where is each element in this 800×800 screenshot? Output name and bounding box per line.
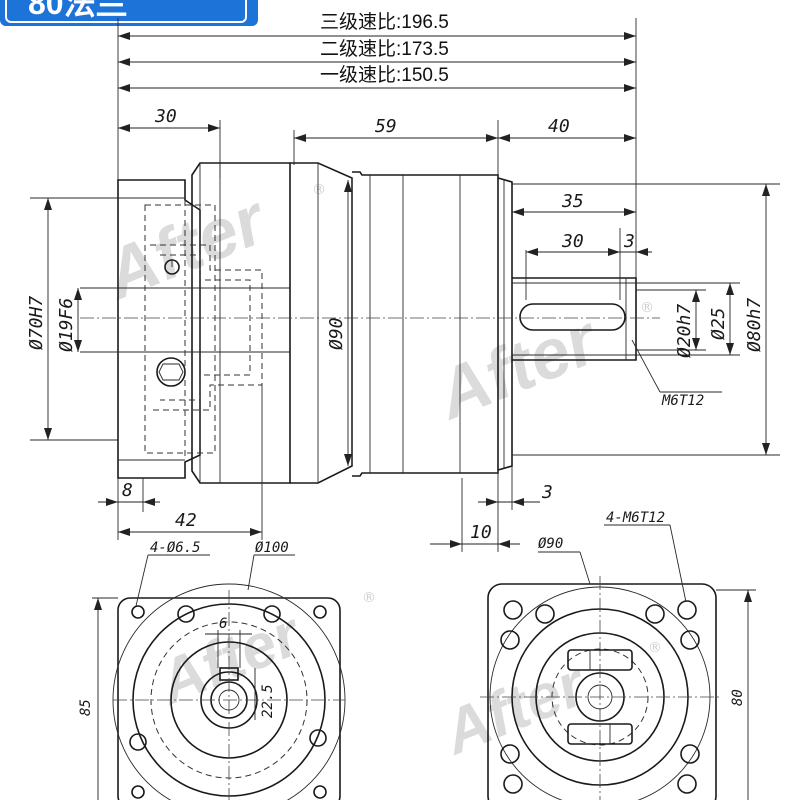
dim-body-diameter: Ø90 — [326, 317, 347, 350]
watermark-text: After — [425, 299, 611, 435]
dim-output-holes: 4-M6T12 — [606, 510, 665, 526]
dim-pilot-length: 10 — [470, 522, 492, 543]
dim-input-length: 42 — [175, 510, 197, 531]
dim-input-pcd: Ø100 — [255, 540, 289, 556]
output-end-view: Ø90 4-M6T12 80 — [480, 510, 756, 800]
dim-shaft-diameter: Ø20h7 — [674, 304, 695, 358]
side-view — [80, 162, 660, 484]
dim-shaft-35: 35 — [561, 191, 584, 212]
dim-bore-diameter: Ø70H7 — [26, 296, 47, 350]
left-diameter-dims: Ø70H7 Ø19F6 Ø90 — [26, 180, 352, 466]
dim-key-height: Ø25 — [708, 307, 729, 340]
dim-input-shaft: Ø19F6 — [56, 298, 77, 352]
dim-input-offset: 8 — [122, 480, 133, 501]
ratio-one-stage: 一级速比:150.5 — [320, 64, 449, 86]
input-end-view: 4-Ø6.5 Ø100 6 22.5 85 — [78, 540, 346, 800]
segment-dims: 30 59 40 — [118, 106, 636, 178]
dim-thread: M6T12 — [661, 393, 704, 409]
dim-shaft-length: 40 — [548, 116, 570, 137]
overall-length-dims: 三级速比:196.5 二级速比:173.5 一级速比:150.5 — [117, 11, 637, 278]
watermark-mark: ® — [640, 300, 654, 316]
dim-flange-depth: 30 — [154, 106, 177, 127]
watermark-mark: ® — [312, 182, 326, 198]
dim-flange-gap: 3 — [541, 482, 553, 503]
watermark-group: After ® After ® After ® After ® — [93, 179, 662, 769]
dim-key-offset: 3 — [623, 231, 635, 252]
ratio-two-stage: 二级速比:173.5 — [320, 38, 449, 60]
bottom-side-dims: 8 42 3 10 — [98, 385, 553, 552]
dim-shaft-height: 22.5 — [260, 684, 276, 718]
dim-output-pilot: Ø80h7 — [744, 298, 765, 352]
watermark-text: After — [433, 649, 598, 769]
header-background — [0, 0, 258, 26]
ratio-three-stage: 三级速比:196.5 — [320, 11, 449, 33]
watermark-mark: ® — [648, 640, 662, 656]
dim-body-length: 59 — [375, 116, 397, 137]
dim-key-width: 6 — [219, 616, 227, 632]
dim-input-holes: 4-Ø6.5 — [150, 540, 201, 556]
dim-input-square: 85 — [78, 699, 94, 716]
header-title: 80法兰 — [28, 0, 128, 21]
dim-key-30: 30 — [561, 231, 584, 252]
right-diameter-dims: Ø80h7 Ø25 Ø20h7 35 30 3 M6T12 — [512, 183, 780, 456]
watermark-mark: ® — [362, 590, 376, 606]
dim-output-square: 80 — [730, 689, 746, 706]
header-tab: 80法兰 — [0, 0, 258, 26]
dim-output-pcd: Ø90 — [538, 536, 563, 552]
